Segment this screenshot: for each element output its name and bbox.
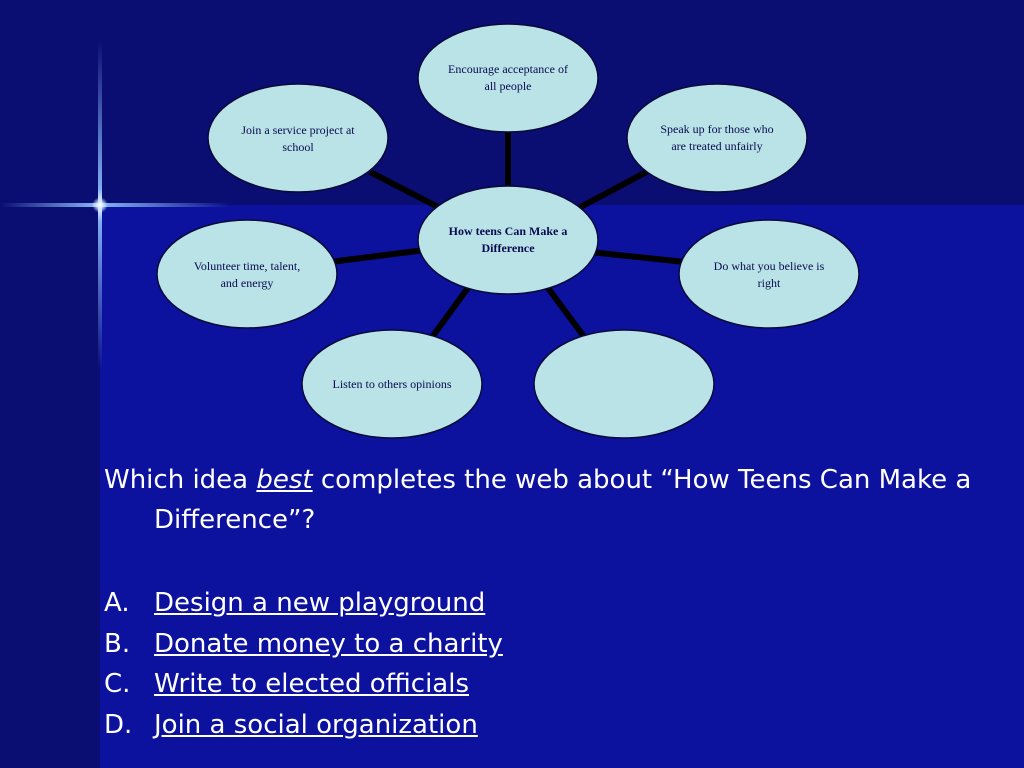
node-right-shape bbox=[678, 219, 860, 329]
answer-link-a[interactable]: Design a new playground bbox=[154, 588, 486, 618]
node-top-label: Encourage acceptance of all people bbox=[448, 62, 568, 93]
answer-letter: A. bbox=[104, 588, 130, 618]
connectors bbox=[329, 130, 686, 342]
node-left-label: Volunteer time, talent, and energy bbox=[193, 259, 301, 290]
background-left-band bbox=[0, 0, 100, 768]
connector-bottom-left bbox=[427, 283, 473, 342]
idea-web-diagram bbox=[156, 23, 860, 439]
answer-letter: C. bbox=[104, 669, 131, 699]
answer-link-d[interactable]: Join a social organization bbox=[154, 709, 478, 740]
answer-letter: B. bbox=[104, 628, 131, 659]
node-top-left-shape bbox=[207, 83, 389, 193]
node-right-label: Do what you believe is right bbox=[713, 259, 825, 290]
answer-option-d[interactable]: D. Join a social organization bbox=[104, 705, 1004, 746]
node-center-label: How teens Can Make a Difference bbox=[448, 224, 568, 255]
node-bottom-left-label: Listen to others opinions bbox=[332, 376, 452, 391]
sparkle-star-icon bbox=[92, 197, 108, 213]
node-top-right-label: Speak up for those who are treated unfai… bbox=[660, 122, 774, 153]
connector-top-right bbox=[573, 167, 652, 213]
node-top-right-shape bbox=[626, 83, 808, 193]
node-top-left-label: Join a service project at school bbox=[241, 123, 355, 154]
answer-list: A. Design a new playground B. Donate mon… bbox=[104, 583, 1004, 745]
node-left-shape bbox=[156, 219, 338, 329]
question-text-start: Which idea bbox=[104, 465, 257, 495]
answer-letter: D. bbox=[104, 709, 133, 740]
connector-top-left bbox=[368, 169, 442, 211]
node-bottom-right-label bbox=[564, 368, 684, 402]
answer-option-b[interactable]: B. Donate money to a charity bbox=[104, 624, 1004, 665]
answer-link-c[interactable]: Write to elected officials bbox=[154, 669, 470, 699]
node-shapes bbox=[156, 23, 860, 439]
question-text: Which idea best completes the web about … bbox=[104, 460, 1024, 540]
sparkle-decoration bbox=[0, 203, 230, 207]
answer-option-c[interactable]: C. Write to elected officials bbox=[104, 664, 1004, 705]
question-text-end: completes the web about “How Teens Can M… bbox=[154, 465, 972, 535]
node-center-shape bbox=[417, 185, 599, 295]
node-bottom-right-shape bbox=[533, 329, 715, 439]
node-bottom-left-shape bbox=[301, 329, 483, 439]
node-top-shape bbox=[417, 23, 599, 133]
question-emphasis: best bbox=[256, 465, 313, 495]
connector-left bbox=[329, 247, 426, 265]
answer-link-b[interactable]: Donate money to a charity bbox=[154, 628, 503, 659]
answer-option-a[interactable]: A. Design a new playground bbox=[104, 583, 1004, 624]
connector-right bbox=[589, 249, 686, 265]
connector-bottom-right bbox=[545, 286, 588, 340]
